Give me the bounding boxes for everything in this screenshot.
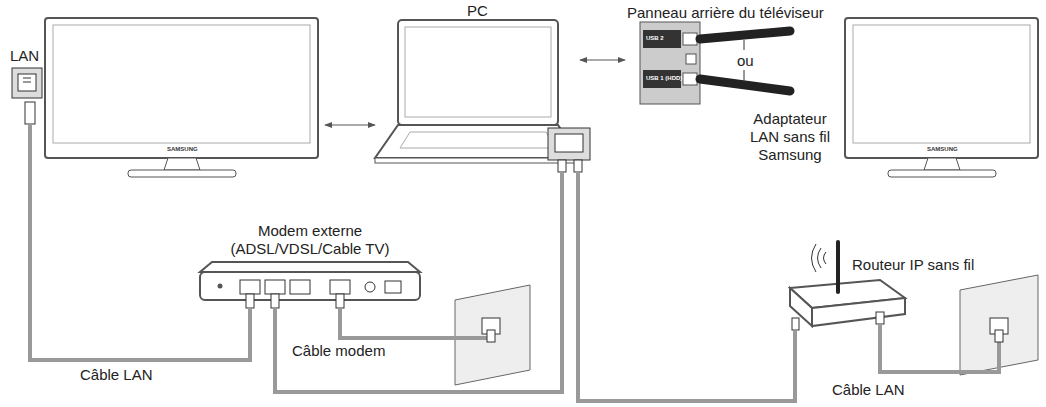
device-node: Routeur IP sans fil [780,250,995,330]
small-marking: USB 2 [646,35,664,42]
small-marking: SAMSUNG [927,146,958,153]
device-node: Panneau arrière du téléviseur [625,2,845,102]
device-node: Modem externe (ADSL/VDSL/Cable TV) [195,220,425,308]
text-label: Câble LAN [832,381,905,399]
device-label: LAN [10,47,39,65]
device-label: PC [467,2,488,20]
device-label: Panneau arrière du téléviseur [627,4,824,22]
lan-cable [30,210,250,360]
small-marking: USB 1 (HDD) [646,75,682,82]
text-label: ou [737,52,754,70]
device-node: Adaptateur LAN sans fil Samsung [738,108,842,178]
device-label: Adaptateur LAN sans fil Samsung [740,110,840,164]
text-label: Câble modem [292,342,385,360]
small-marking: SAMSUNG [167,146,198,153]
lan-cable [275,172,562,392]
data-arrow [580,59,625,60]
cable-label: Câble LAN [80,366,153,384]
device-label: Modem externe (ADSL/VDSL/Cable TV) [225,222,395,258]
lan-cable [578,172,795,401]
device-node: PC [375,2,580,172]
data-arrow [325,124,375,125]
device-node: LAN [5,45,325,210]
device-label: Routeur IP sans fil [852,256,974,274]
